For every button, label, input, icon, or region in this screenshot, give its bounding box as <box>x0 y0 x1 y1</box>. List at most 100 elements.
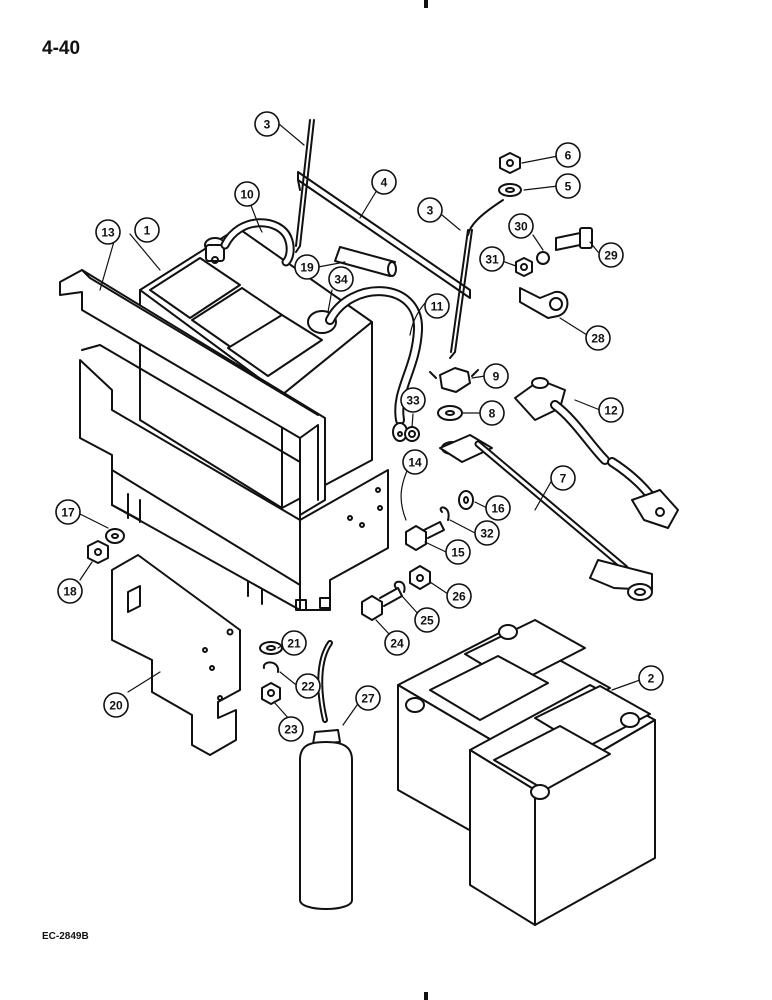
svg-text:6: 6 <box>565 149 572 163</box>
callout-9: 9 <box>483 363 509 389</box>
lockwasher-part-25 <box>393 580 406 593</box>
washer-part-17 <box>105 528 125 544</box>
svg-text:29: 29 <box>604 249 618 263</box>
svg-text:20: 20 <box>109 699 123 713</box>
callout-13: 13 <box>95 219 121 245</box>
callout-16: 16 <box>485 495 511 521</box>
svg-text:1: 1 <box>144 224 151 238</box>
callout-1: 1 <box>134 217 160 243</box>
bolt-part-24 <box>361 587 403 621</box>
ground-strap-part-7 <box>439 434 653 601</box>
rod-part-3-right <box>449 229 473 359</box>
callout-26: 26 <box>446 583 472 609</box>
svg-text:34: 34 <box>334 273 348 287</box>
lockwasher-part-22 <box>262 661 280 673</box>
svg-text:2: 2 <box>648 672 655 686</box>
callout-27: 27 <box>355 685 381 711</box>
callout-10: 10 <box>234 181 260 207</box>
svg-text:21: 21 <box>287 637 301 651</box>
svg-text:17: 17 <box>61 506 75 520</box>
page-edge-mark-top <box>424 0 428 8</box>
bracket-plate-part-20 <box>111 554 241 756</box>
tube-part-19 <box>334 246 397 277</box>
callout-22: 22 <box>295 673 321 699</box>
clamp-part-28 <box>519 287 569 319</box>
svg-text:22: 22 <box>301 680 315 694</box>
svg-text:5: 5 <box>565 180 572 194</box>
callout-19: 19 <box>294 254 320 280</box>
svg-text:4: 4 <box>381 176 388 190</box>
callout-6: 6 <box>555 142 581 168</box>
cable-part-12 <box>514 377 679 529</box>
svg-text:16: 16 <box>491 502 505 516</box>
nut-part-31 <box>515 257 533 277</box>
lockwasher-part-32 <box>439 506 450 521</box>
callout-28: 28 <box>585 325 611 351</box>
svg-text:33: 33 <box>406 394 420 408</box>
svg-text:30: 30 <box>514 220 528 234</box>
lockwasher-part-33 <box>404 426 420 442</box>
svg-text:13: 13 <box>101 226 115 240</box>
svg-text:14: 14 <box>408 456 422 470</box>
callout-3-top: 3 <box>254 111 280 137</box>
callout-23: 23 <box>278 716 304 742</box>
callout-29: 29 <box>598 242 624 268</box>
svg-text:23: 23 <box>284 723 298 737</box>
bolt-part-15 <box>405 521 445 551</box>
battery-cover-part-13 <box>59 269 326 516</box>
svg-text:11: 11 <box>431 300 444 314</box>
callout-33: 33 <box>400 387 426 413</box>
bolt-part-29 <box>555 227 593 251</box>
callout-7: 7 <box>550 465 576 491</box>
nut-part-18 <box>87 540 109 564</box>
nut-part-6 <box>499 152 521 174</box>
washer-part-5 <box>498 183 522 197</box>
hold-down-bar-part-4 <box>297 171 471 299</box>
washer-part-16 <box>458 490 474 510</box>
washer-part-30 <box>536 251 550 265</box>
svg-text:24: 24 <box>390 637 404 651</box>
svg-text:28: 28 <box>591 332 605 346</box>
callout-balloons: 3 1 13 10 4 19 34 11 <box>55 111 664 742</box>
svg-text:9: 9 <box>493 370 500 384</box>
svg-text:12: 12 <box>604 404 618 418</box>
batteries-part-2 <box>397 619 656 926</box>
svg-text:15: 15 <box>451 546 465 560</box>
svg-text:7: 7 <box>560 472 567 486</box>
callout-30: 30 <box>508 213 534 239</box>
callout-2: 2 <box>638 665 664 691</box>
svg-text:26: 26 <box>452 590 466 604</box>
nut-part-26 <box>409 565 431 590</box>
washer-part-8 <box>437 405 463 421</box>
squeeze-bottle-part-27 <box>299 640 353 910</box>
svg-text:8: 8 <box>489 407 496 421</box>
callout-3-right: 3 <box>417 197 443 223</box>
callout-20: 20 <box>103 692 129 718</box>
callout-14: 14 <box>402 449 428 475</box>
svg-text:25: 25 <box>420 614 434 628</box>
callout-5: 5 <box>555 173 581 199</box>
wing-nut-part-9 <box>429 367 479 393</box>
battery-tray <box>79 344 389 611</box>
callout-18: 18 <box>57 578 83 604</box>
callout-15: 15 <box>445 539 471 565</box>
callout-32: 32 <box>474 520 500 546</box>
reference-code: EC-2849B <box>42 931 89 942</box>
svg-text:3: 3 <box>427 204 434 218</box>
callout-24: 24 <box>384 630 410 656</box>
callout-21: 21 <box>281 630 307 656</box>
svg-text:18: 18 <box>63 585 77 599</box>
svg-text:31: 31 <box>485 253 499 267</box>
svg-text:19: 19 <box>300 261 314 275</box>
callout-25: 25 <box>414 607 440 633</box>
callout-11: 11 <box>424 293 450 319</box>
svg-text:27: 27 <box>361 692 375 706</box>
callout-34: 34 <box>328 266 354 292</box>
callout-8: 8 <box>479 400 505 426</box>
page-number: 4-40 <box>42 38 81 59</box>
page-edge-mark-bottom <box>424 992 428 1000</box>
rod-part-3-left <box>295 119 315 253</box>
callout-4: 4 <box>371 169 397 195</box>
washer-part-21 <box>259 641 283 655</box>
